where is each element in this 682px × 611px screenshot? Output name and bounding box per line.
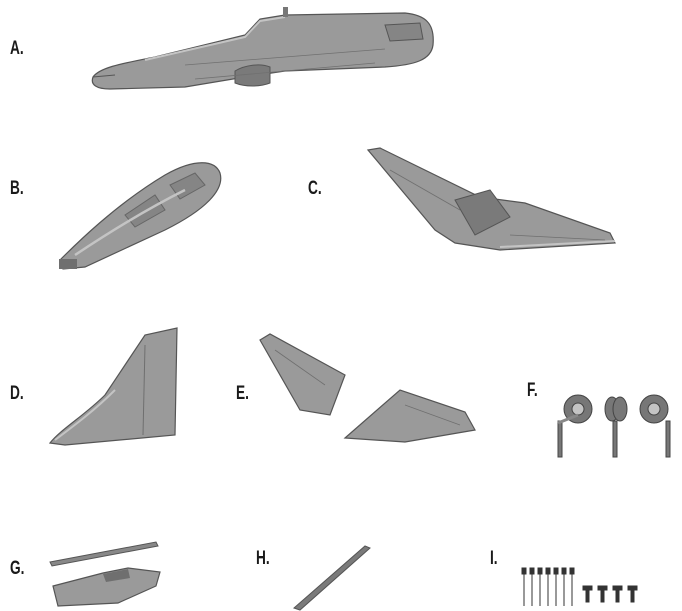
part-label-c: C. <box>308 178 322 200</box>
canopy-icon <box>55 155 225 275</box>
part-label-h: H. <box>256 548 270 570</box>
landing-gear-icon <box>552 385 677 460</box>
fuselage-icon <box>85 5 445 110</box>
part-label-f: F. <box>527 380 538 402</box>
part-label-d: D. <box>10 383 24 405</box>
screws-icon <box>520 566 640 610</box>
pushrod-and-cover-icon <box>48 538 163 608</box>
part-label-a: A. <box>10 38 24 60</box>
part-label-g: G. <box>10 558 24 580</box>
vertical-fin-icon <box>45 325 185 450</box>
part-label-e: E. <box>236 383 249 405</box>
part-label-b: B. <box>10 178 24 200</box>
main-wing-icon <box>360 145 625 260</box>
part-label-i: I. <box>490 548 498 570</box>
rod-icon <box>290 540 375 610</box>
horizontal-stabilizer-icon <box>255 330 480 445</box>
